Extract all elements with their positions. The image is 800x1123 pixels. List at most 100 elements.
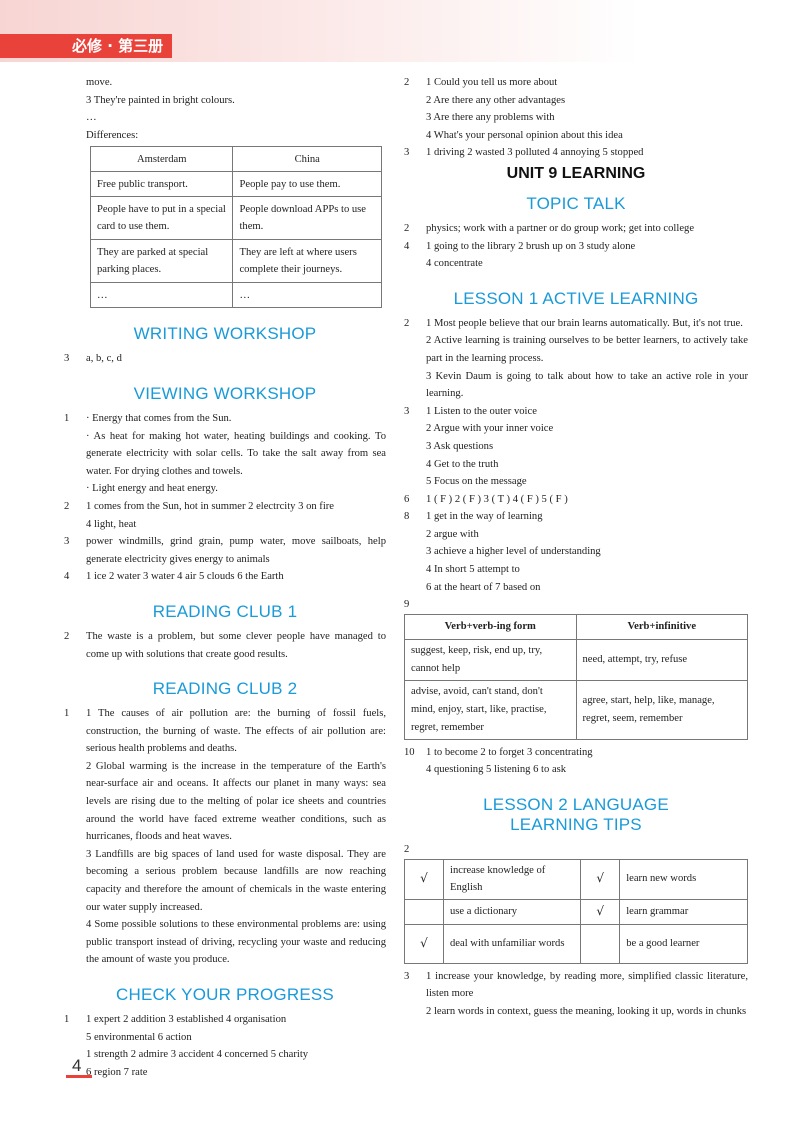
item-number: 4 bbox=[404, 240, 410, 252]
table-cell: use a dictionary bbox=[442, 898, 582, 925]
item-text: 6 region 7 rate bbox=[86, 1066, 148, 1078]
item-number: 2 bbox=[404, 222, 410, 234]
answer-item: 2 physics; work with a partner or do gro… bbox=[404, 220, 748, 238]
table-header: Amsterdam bbox=[89, 146, 234, 173]
item-number: 9 bbox=[404, 599, 410, 611]
check-mark bbox=[580, 923, 621, 964]
intro-line: move. bbox=[86, 77, 113, 88]
item-number: 1 bbox=[64, 412, 70, 424]
item-text: 5 Focus on the message bbox=[426, 476, 527, 488]
section-heading: VIEWING WORKSHOP bbox=[133, 383, 317, 403]
item-text: 6 at the heart of 7 based on bbox=[426, 581, 541, 593]
item-number: 3 bbox=[404, 405, 410, 417]
item-text: 2 argue with bbox=[426, 528, 479, 540]
table-cell: advise, avoid, can't stand, don't mind, … bbox=[404, 679, 577, 740]
item-text: 1 get in the way of learning bbox=[426, 511, 543, 523]
intro-line: 3 They're painted in bright colours. bbox=[86, 94, 235, 106]
table-row: √ deal with unfamiliar words be a good l… bbox=[404, 923, 748, 964]
table-row: use a dictionary √ learn grammar bbox=[404, 898, 748, 925]
section-heading: LESSON 1 ACTIVE LEARNING bbox=[453, 288, 699, 308]
item-text: 4 Get to the truth bbox=[426, 458, 499, 470]
item-number: 1 bbox=[64, 708, 70, 720]
item-text: 1 comes from the Sun, hot in summer 2 el… bbox=[86, 500, 335, 512]
table-cell: People pay to use them. bbox=[232, 171, 382, 198]
item-number: 3 bbox=[404, 147, 410, 159]
left-column: move. 3 They're painted in bright colour… bbox=[64, 74, 386, 1081]
table-row: Free public transport. People pay to use… bbox=[89, 171, 382, 198]
table-cell: learn grammar bbox=[619, 898, 748, 925]
item-number: 3 bbox=[404, 970, 410, 982]
learning-tips-table: √ increase knowledge of English √ learn … bbox=[404, 858, 748, 964]
item-text: 1 strength 2 admire 3 accident 4 concern… bbox=[86, 1049, 309, 1061]
item-text: power windmills, grind grain, pump water… bbox=[86, 536, 386, 565]
answer-item: 3 power windmills, grind grain, pump wat… bbox=[64, 533, 386, 568]
answer-item: 10 1 to become 2 to forget 3 concentrati… bbox=[404, 744, 748, 779]
item-text: 1 going to the library 2 brush up on 3 s… bbox=[426, 240, 636, 252]
section-heading: READING CLUB 1 bbox=[152, 601, 298, 621]
item-text: 4 questioning 5 listening 6 to ask bbox=[426, 764, 567, 776]
table-row: √ increase knowledge of English √ learn … bbox=[404, 858, 748, 900]
paragraph: 1 increase your knowledge, by reading mo… bbox=[426, 970, 748, 1000]
item-number: 8 bbox=[404, 511, 410, 523]
check-mark bbox=[404, 898, 444, 925]
item-text: 2 Are there any other advantages bbox=[426, 94, 566, 106]
unit-title: UNIT 9 LEARNING bbox=[506, 164, 646, 182]
item-text: 4 What's your personal opinion about thi… bbox=[426, 129, 623, 141]
differences-table: Amsterdam China Free public transport. P… bbox=[89, 146, 382, 309]
answer-item: 4 1 going to the library 2 brush up on 3… bbox=[404, 238, 748, 273]
table-cell: They are parked at special parking place… bbox=[89, 239, 234, 284]
paragraph: 2 learn words in context, guess the mean… bbox=[426, 1006, 747, 1017]
table-cell: Free public transport. bbox=[89, 171, 234, 198]
table-header: Verb+verb-ing form bbox=[404, 613, 577, 640]
answer-item: 4 1 ice 2 water 3 water 4 air 5 clouds 6… bbox=[64, 568, 386, 586]
item-text: 3 achieve a higher level of understandin… bbox=[426, 546, 601, 558]
item-text: The waste is a problem, but some clever … bbox=[86, 630, 386, 660]
item-text: 1 ( F ) 2 ( F ) 3 ( T ) 4 ( F ) 5 ( F ) bbox=[426, 493, 568, 505]
answer-item: 1 1 The causes of air pollution are: the… bbox=[64, 705, 386, 969]
table-cell: … bbox=[89, 282, 234, 309]
section-heading: LEARNING TIPS bbox=[510, 815, 642, 835]
page-number: 4 bbox=[72, 1056, 82, 1075]
answer-item: 8 1 get in the way of learning 2 argue w… bbox=[404, 508, 748, 596]
answer-item: 1 1 expert 2 addition 3 established 4 or… bbox=[64, 1011, 386, 1081]
item-number: 6 bbox=[404, 493, 410, 505]
item-number: 10 bbox=[404, 746, 415, 758]
answer-item: 3 1 driving 2 wasted 3 polluted 4 annoyi… bbox=[404, 144, 748, 162]
item-text: 4 light, heat bbox=[86, 518, 137, 530]
table-cell: They are left at where users complete th… bbox=[232, 239, 382, 284]
section-heading: READING CLUB 2 bbox=[152, 679, 298, 699]
table-header: China bbox=[232, 146, 382, 173]
book-section-label: 必修 · 第三册 bbox=[0, 34, 172, 58]
item-text: 1 Could you tell us more about bbox=[426, 77, 558, 88]
answer-item: 3 1 increase your knowledge, by reading … bbox=[404, 968, 748, 1021]
item-text: 1 ice 2 water 3 water 4 air 5 clouds 6 t… bbox=[86, 571, 284, 583]
answer-item: 2 1 Most people believe that our brain l… bbox=[404, 315, 748, 403]
section-heading: LESSON 2 LANGUAGE bbox=[483, 795, 669, 815]
paragraph: 3 Landfills are big spaces of land used … bbox=[86, 848, 386, 913]
table-row: They are parked at special parking place… bbox=[89, 239, 382, 284]
check-mark: √ bbox=[580, 898, 621, 925]
check-mark: √ bbox=[404, 923, 444, 964]
item-text: · Energy that comes from the Sun. bbox=[86, 412, 232, 424]
table-row: … … bbox=[89, 282, 382, 309]
item-text: · Light energy and heat energy. bbox=[86, 483, 218, 495]
section-heading: TOPIC TALK bbox=[526, 193, 626, 213]
item-text: 1 Listen to the outer voice bbox=[426, 405, 537, 417]
section-heading: CHECK YOUR PROGRESS bbox=[116, 985, 334, 1004]
item-text: physics; work with a partner or do group… bbox=[426, 222, 695, 234]
right-column: 2 1 Could you tell us more about 2 Are t… bbox=[404, 74, 748, 1021]
table-row: advise, avoid, can't stand, don't mind, … bbox=[404, 679, 748, 740]
item-number: 3 bbox=[64, 353, 70, 365]
verb-pattern-table: Verb+verb-ing form Verb+infinitive sugge… bbox=[404, 613, 748, 740]
answer-item: 1 · Energy that comes from the Sun. · As… bbox=[64, 410, 386, 498]
section-heading: WRITING WORKSHOP bbox=[133, 324, 317, 344]
item-text: 1 to become 2 to forget 3 concentrating bbox=[426, 746, 593, 758]
table-cell: be a good learner bbox=[619, 923, 748, 964]
item-text: · As heat for making hot water, heating … bbox=[86, 430, 386, 477]
item-text: 4 concentrate bbox=[426, 258, 483, 270]
item-number: 2 bbox=[64, 500, 70, 512]
answer-item: 3 a, b, c, d bbox=[64, 350, 386, 368]
table-cell: People have to put in a special card to … bbox=[89, 196, 234, 241]
table-header: Verb+infinitive bbox=[575, 613, 748, 640]
table-cell: suggest, keep, risk, end up, try, cannot… bbox=[404, 638, 577, 681]
